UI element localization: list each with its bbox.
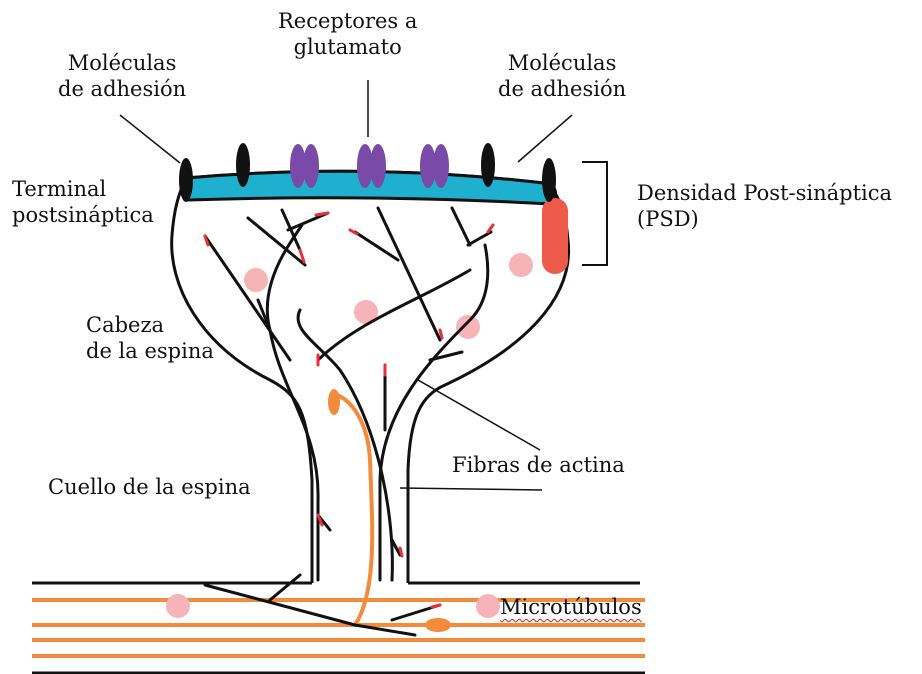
label-terminal-line2: postsináptica	[12, 203, 154, 227]
label-fibras: Fibras de actina	[452, 452, 625, 478]
label-densidad-line2: (PSD)	[637, 207, 699, 231]
label-cuello-text: Cuello de la espina	[48, 475, 251, 499]
label-microtubulos-text: Microtúbulos	[500, 595, 642, 619]
label-moleculas-right-line1: Moléculas	[508, 51, 617, 75]
label-cuello: Cuello de la espina	[48, 474, 251, 500]
label-receptores: Receptores a glutamato	[278, 8, 417, 60]
label-cabeza: Cabeza de la espina	[86, 312, 214, 364]
microtubule-end-shaft	[425, 618, 451, 632]
label-moleculas-right: Moléculas de adhesión	[498, 50, 626, 102]
label-densidad-line1: Densidad Post-sináptica	[637, 181, 892, 205]
microtubule-end-neck	[328, 389, 340, 415]
label-densidad: Densidad Post-sináptica (PSD)	[637, 180, 892, 232]
label-receptores-line2: glutamato	[294, 35, 402, 59]
psd-bracket	[582, 162, 607, 265]
label-moleculas-left: Moléculas de adhesión	[58, 50, 186, 102]
label-cabeza-line2: de la espina	[86, 339, 214, 363]
label-moleculas-right-line2: de adhesión	[498, 77, 626, 101]
label-cabeza-line1: Cabeza	[86, 313, 164, 337]
label-terminal-line1: Terminal	[12, 177, 106, 201]
label-moleculas-left-line1: Moléculas	[68, 51, 177, 75]
glutamate-receptors	[290, 144, 449, 188]
leader-lines	[120, 80, 572, 490]
label-microtubulos: Microtúbulos	[500, 594, 642, 620]
label-receptores-line1: Receptores a	[278, 9, 417, 33]
label-fibras-text: Fibras de actina	[452, 453, 625, 477]
label-terminal: Terminal postsináptica	[12, 176, 154, 228]
label-moleculas-left-line2: de adhesión	[58, 77, 186, 101]
psd-patch	[542, 198, 568, 274]
